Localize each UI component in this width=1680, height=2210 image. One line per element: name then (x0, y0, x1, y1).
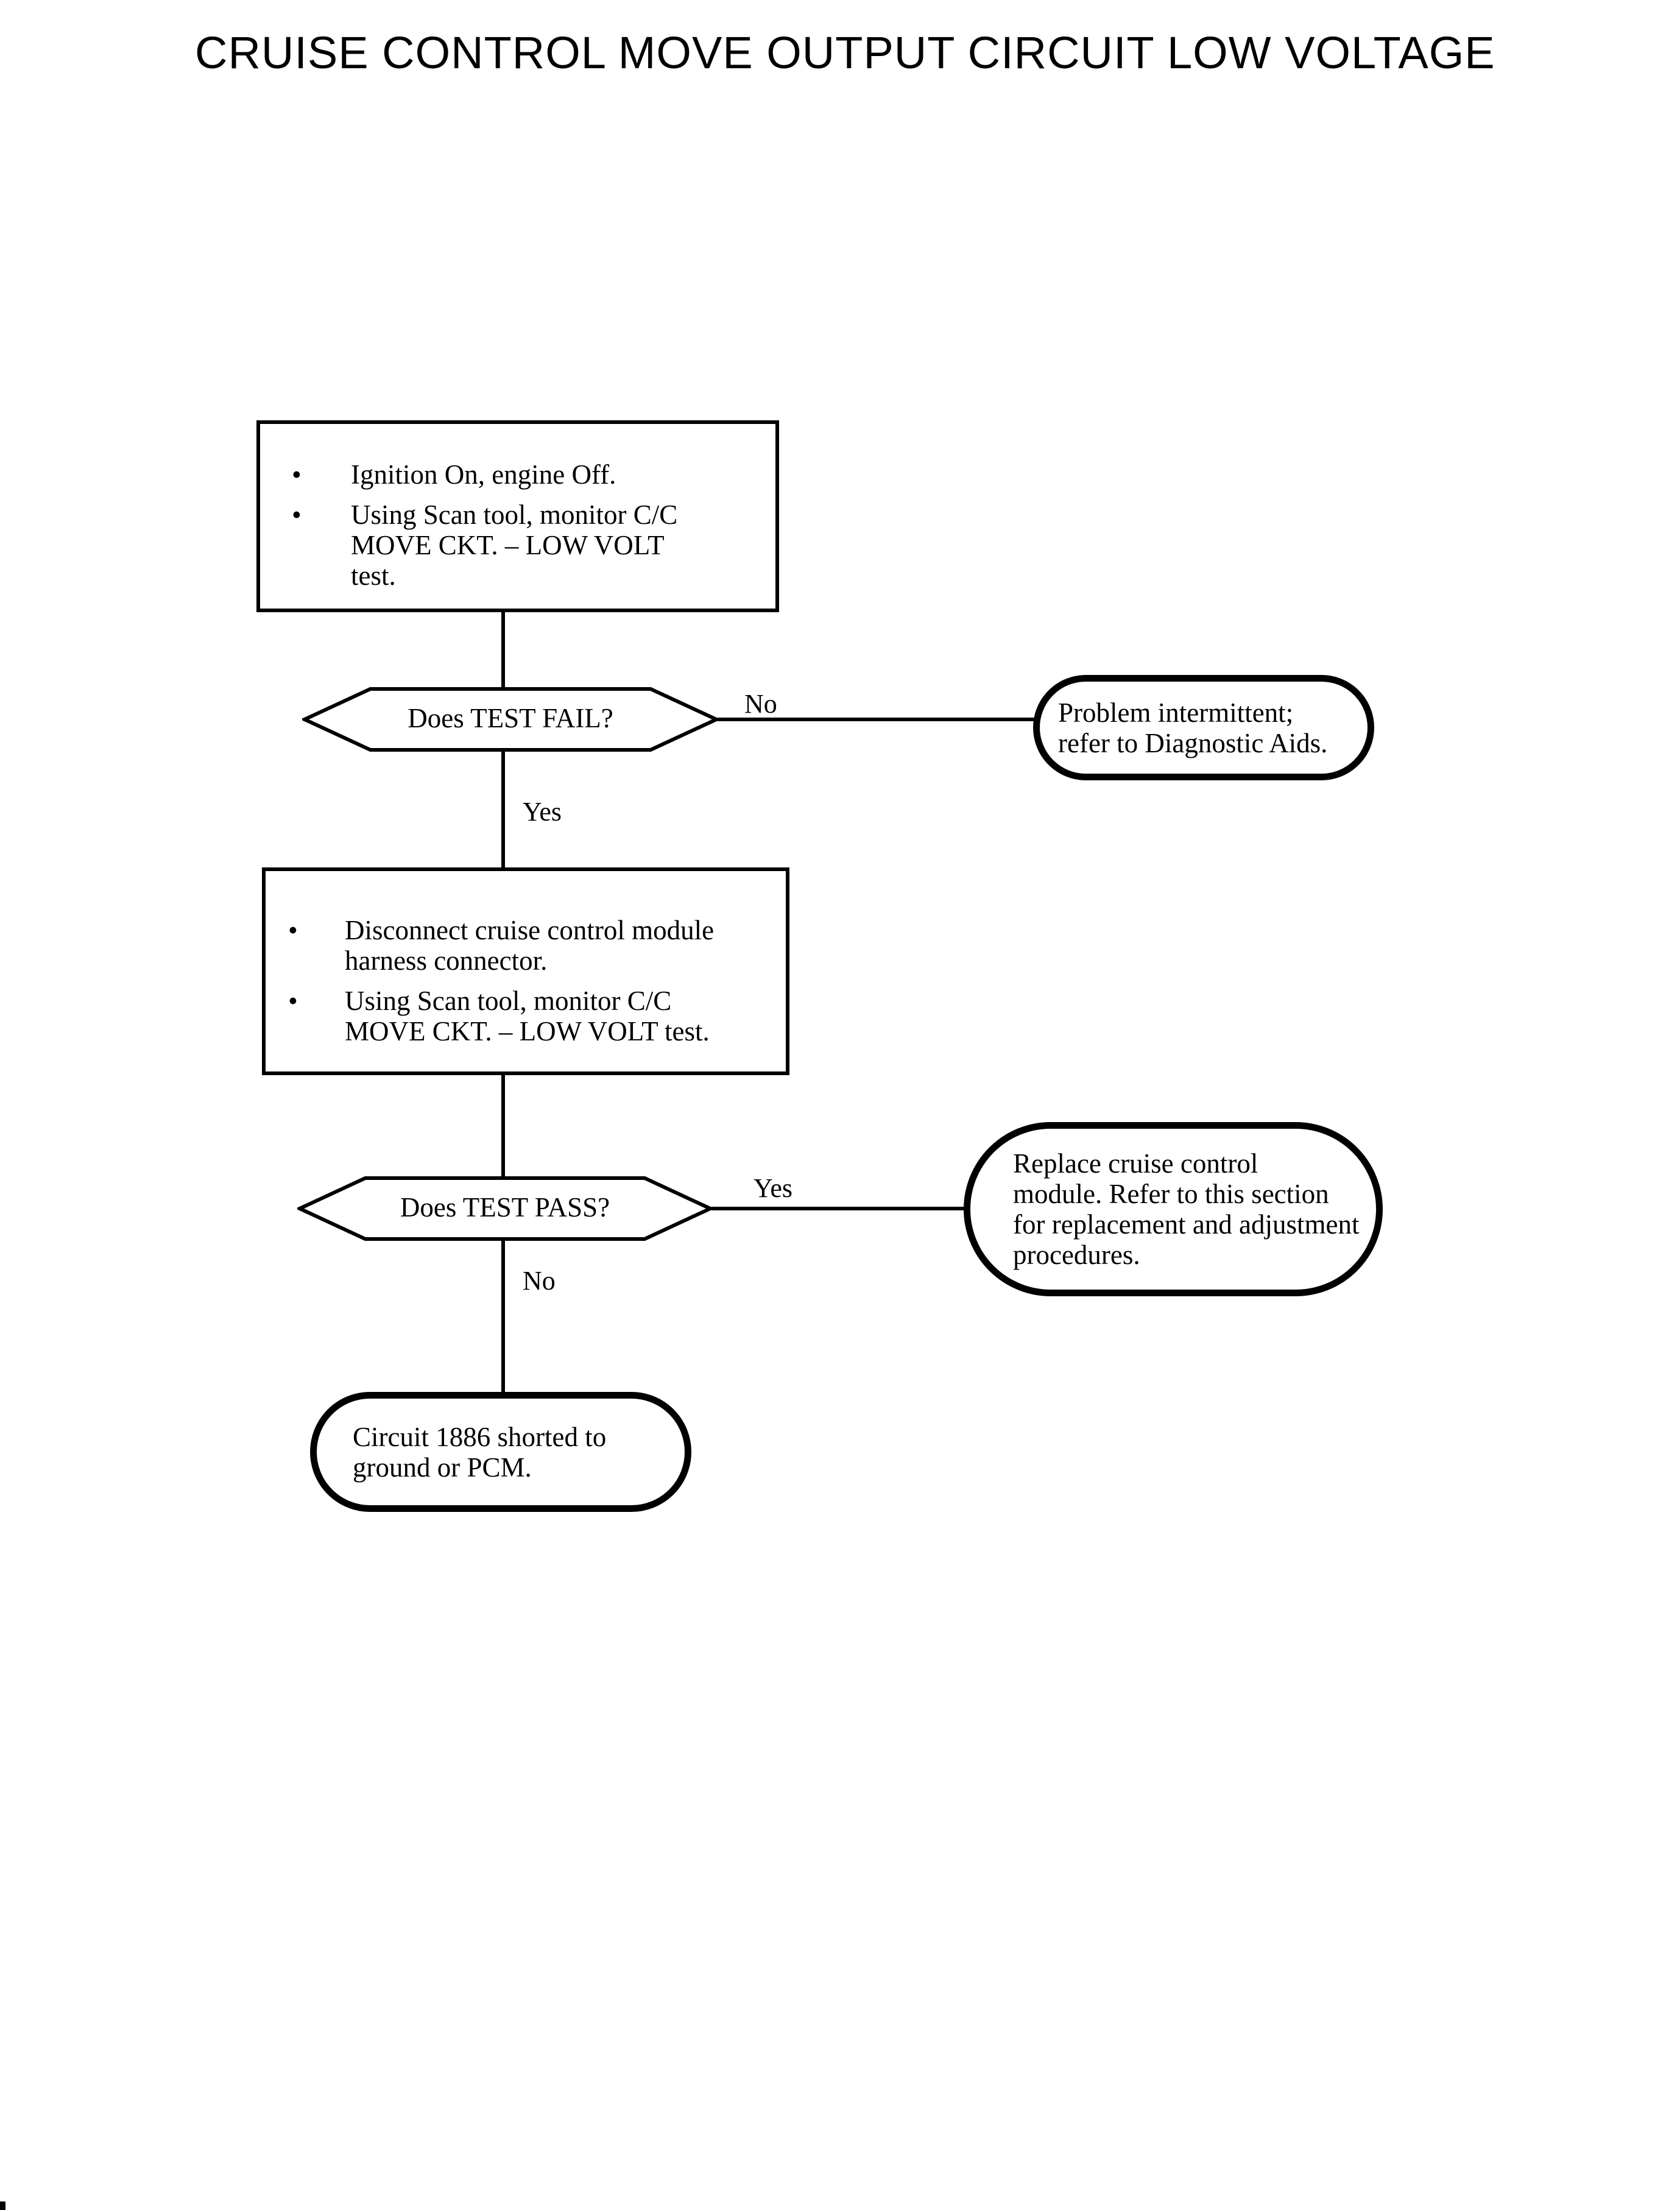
edge-label-no: No (523, 1266, 556, 1296)
edge-label-yes: Yes (523, 797, 562, 827)
step-text-line: MOVE CKT. – LOW VOLT (351, 530, 665, 560)
hexagon-shape (302, 687, 719, 752)
connector-box2-to-decision2 (501, 1074, 505, 1178)
terminal-replace-module: Replace cruise control module. Refer to … (964, 1122, 1383, 1296)
connector-decision1-to-terminal1 (718, 718, 1034, 721)
connector-box1-to-decision1 (501, 612, 505, 689)
terminal-text-line: for replacement and adjustment (1013, 1209, 1360, 1240)
step-text-line: MOVE CKT. – LOW VOLT test. (345, 1016, 710, 1047)
terminal-text-line: module. Refer to this section (1013, 1179, 1329, 1209)
terminal-text-line: ground or PCM. (353, 1452, 532, 1483)
connector-decision2-to-terminal2 (711, 1207, 967, 1210)
step-text-line: harness connector. (345, 945, 548, 976)
terminal-text-line: Replace cruise control (1013, 1148, 1258, 1179)
bullet-item: • Using Scan tool, monitor C/C MOVE CKT.… (288, 986, 777, 1047)
bullet-icon: • (288, 915, 298, 945)
bullet-text: Using Scan tool, monitor C/C MOVE CKT. –… (345, 986, 777, 1047)
bullet-icon: • (288, 986, 298, 1016)
connector-decision1-to-box2 (501, 751, 505, 870)
edge-label-yes: Yes (754, 1173, 793, 1203)
step-text-line: Disconnect cruise control module (345, 915, 715, 945)
terminal-text-line: Circuit 1886 shorted to (353, 1421, 607, 1452)
bullet-icon: • (292, 459, 302, 490)
step-box-initial-test: • Ignition On, engine Off. • Using Scan … (256, 420, 779, 612)
bullet-text: Using Scan tool, monitor C/C MOVE CKT. –… (351, 500, 766, 591)
edge-label-no: No (744, 689, 777, 719)
step-text-line: test. (351, 560, 396, 591)
hexagon-outline (302, 687, 719, 752)
decision-does-test-pass: Does TEST PASS? (297, 1176, 713, 1241)
terminal-text-line: procedures. (1013, 1240, 1140, 1270)
bullet-item: • Using Scan tool, monitor C/C MOVE CKT.… (292, 500, 766, 591)
hexagon-shape (297, 1176, 713, 1241)
terminal-circuit-shorted: Circuit 1886 shorted to ground or PCM. (310, 1392, 691, 1512)
scan-artifact-mark (0, 2201, 5, 2210)
step-text-line: Using Scan tool, monitor C/C (345, 986, 672, 1016)
step-text-line: Using Scan tool, monitor C/C (351, 500, 678, 530)
bullet-icon: • (292, 500, 302, 530)
connector-decision2-to-terminal3 (501, 1240, 505, 1394)
step-text-line: Ignition On, engine Off. (351, 459, 616, 490)
page-title: CRUISE CONTROL MOVE OUTPUT CIRCUIT LOW V… (195, 27, 1495, 78)
step-box-disconnect-module: • Disconnect cruise control module harne… (262, 867, 789, 1075)
decision-question: Does TEST FAIL? (408, 703, 613, 733)
terminal-text-line: Problem intermittent; (1058, 697, 1294, 728)
bullet-text: Disconnect cruise control module harness… (345, 915, 777, 976)
bullet-item: • Ignition On, engine Off. (292, 459, 766, 490)
bullet-text: Ignition On, engine Off. (351, 459, 766, 490)
bullet-item: • Disconnect cruise control module harne… (288, 915, 777, 976)
decision-does-test-fail: Does TEST FAIL? (302, 687, 719, 752)
decision-question: Does TEST PASS? (400, 1192, 610, 1223)
terminal-problem-intermittent: Problem intermittent; refer to Diagnosti… (1033, 675, 1374, 780)
hexagon-outline (297, 1176, 713, 1241)
terminal-text-line: refer to Diagnostic Aids. (1058, 727, 1328, 758)
